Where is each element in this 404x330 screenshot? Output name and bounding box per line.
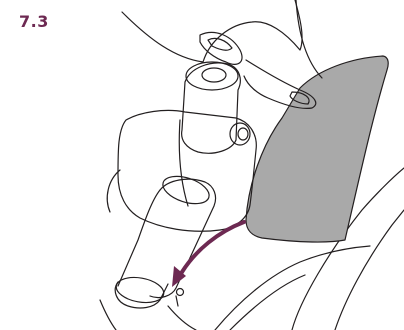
motion-arrow bbox=[182, 222, 244, 272]
lever-top-cap bbox=[186, 62, 238, 90]
clamp-housing bbox=[118, 110, 256, 231]
release-tube bbox=[150, 179, 216, 297]
hand-outline bbox=[122, 0, 302, 62]
frame-rail-lower bbox=[215, 246, 370, 330]
lower-arm-outer bbox=[168, 306, 196, 330]
release-tube-left bbox=[118, 190, 160, 286]
grip-pad bbox=[246, 56, 388, 242]
lower-bracket bbox=[176, 296, 178, 306]
tube-end-top bbox=[159, 171, 212, 209]
housing-curve bbox=[179, 120, 188, 206]
adjust-knob bbox=[230, 123, 250, 145]
release-button bbox=[177, 289, 184, 296]
adjust-knob-inner bbox=[238, 128, 248, 140]
lever-top-hole bbox=[202, 68, 226, 82]
lower-arm-inner bbox=[100, 300, 116, 330]
thumb-outline bbox=[200, 32, 242, 64]
palm-line bbox=[296, 0, 322, 78]
tube-bottom-cap bbox=[114, 274, 165, 306]
